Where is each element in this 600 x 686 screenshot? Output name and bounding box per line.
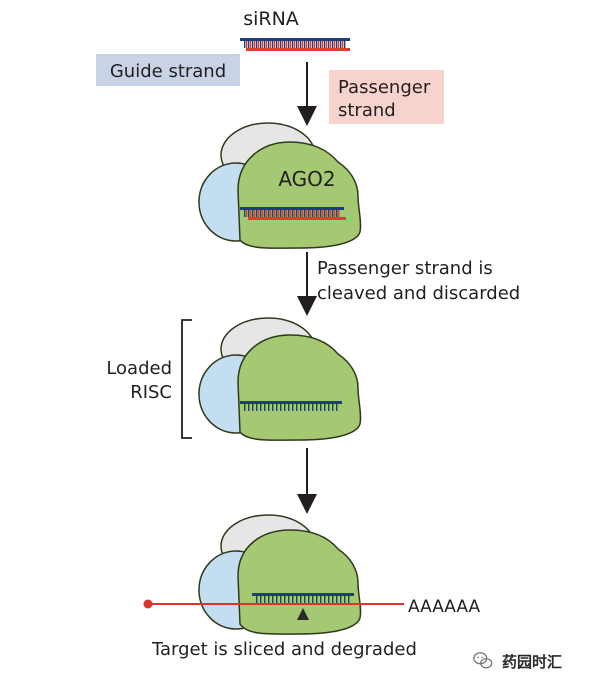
cleaved-label-line2: cleaved and discarded bbox=[317, 283, 520, 304]
wechat-icon bbox=[473, 652, 493, 669]
guide-strand-bound bbox=[240, 401, 342, 411]
sirna-duplex-bound bbox=[240, 207, 346, 220]
ago2-body bbox=[237, 334, 362, 441]
guide-strand-label-bg bbox=[96, 54, 240, 86]
passenger-strand-label-bg bbox=[329, 70, 444, 124]
passenger-strand-label-line1: Passenger bbox=[338, 77, 431, 98]
passenger-strand-label-line2: strand bbox=[338, 100, 396, 121]
sirna-duplex bbox=[240, 38, 350, 51]
guide-strand-label: Guide strand bbox=[110, 61, 226, 82]
watermark: 药园时汇 bbox=[472, 644, 594, 678]
guide-strand-paired bbox=[252, 593, 354, 603]
cleaved-label-line1: Passenger strand is bbox=[317, 258, 493, 279]
loaded-risc-label-line2: RISC bbox=[130, 382, 172, 403]
poly-a-tail: AAAAAA bbox=[408, 597, 481, 617]
mrna-cap-dot-icon bbox=[143, 599, 153, 609]
ago2-label: AGO2 bbox=[278, 167, 335, 191]
loaded-risc-label-line1: Loaded bbox=[106, 358, 172, 379]
ago2-complex-1: AGO2 bbox=[198, 122, 362, 249]
sirna-label: siRNA bbox=[243, 8, 299, 30]
slicing-complex bbox=[198, 514, 362, 635]
loaded-risc-bracket bbox=[181, 319, 192, 439]
watermark-text: 药园时汇 bbox=[502, 652, 563, 671]
ago2-body bbox=[237, 529, 362, 635]
slicing-site-triangle-up-icon bbox=[297, 608, 309, 620]
ago2-body bbox=[237, 141, 362, 249]
loaded-risc-complex bbox=[198, 317, 362, 441]
sliced-label: Target is sliced and degraded bbox=[151, 639, 417, 660]
